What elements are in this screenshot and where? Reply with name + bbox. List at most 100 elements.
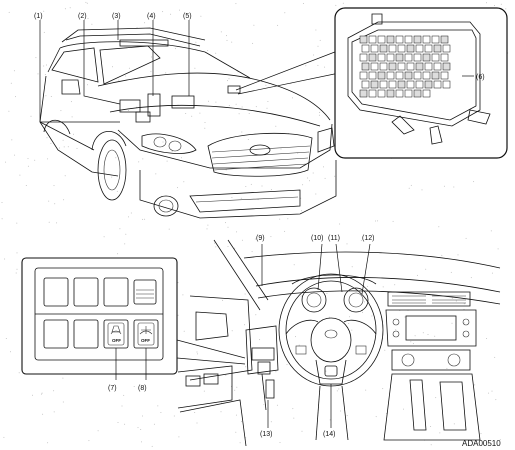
stipple-dot	[305, 65, 307, 67]
stipple-dot	[367, 285, 369, 287]
stipple-dot	[427, 334, 429, 335]
stipple-dot	[236, 231, 238, 233]
stipple-dot	[245, 437, 247, 439]
stipple-dot	[183, 181, 185, 183]
stipple-dot	[43, 65, 45, 67]
fuse-slot	[397, 80, 406, 89]
stipple-dot	[215, 52, 217, 54]
stipple-dot	[404, 316, 406, 318]
stipple-dot	[302, 3, 304, 4]
stipple-dot	[416, 274, 418, 276]
stipple-dot	[336, 390, 338, 392]
stipple-dot	[394, 284, 396, 286]
stipple-dot	[286, 364, 288, 366]
stipple-dot	[37, 73, 39, 75]
stipple-dot	[457, 254, 459, 256]
stipple-dot	[140, 429, 142, 430]
car-illustration	[39, 27, 345, 219]
stipple-dot	[363, 301, 365, 303]
fuse-slot	[424, 80, 433, 89]
stipple-dot	[377, 220, 379, 222]
stipple-dot	[248, 113, 250, 114]
stipple-dot	[50, 96, 52, 97]
stipple-dot	[346, 415, 348, 417]
stipple-dot	[45, 95, 47, 97]
stipple-dot	[443, 185, 445, 187]
stipple-dot	[119, 228, 121, 230]
stipple-dot	[315, 193, 317, 195]
stipple-dot	[328, 316, 330, 318]
stipple-dot	[47, 158, 49, 160]
vehicle-dynamics-off-icon	[110, 325, 122, 335]
stipple-dot	[453, 423, 455, 425]
fuse-slot	[413, 71, 422, 80]
stipple-dot	[30, 115, 32, 117]
stipple-dot	[395, 329, 397, 331]
stipple-dot	[142, 415, 143, 417]
fuse-slot	[359, 53, 368, 62]
stipple-dot	[441, 254, 443, 256]
stipple-dot	[177, 282, 179, 284]
fuse-slot	[433, 44, 442, 53]
stipple-dot	[362, 312, 364, 313]
stipple-dot	[137, 427, 139, 429]
stipple-dot	[228, 105, 230, 106]
stipple-dot	[252, 42, 254, 44]
fuse-slot	[397, 44, 406, 53]
fuse-slot	[431, 53, 440, 62]
stipple-dot	[116, 190, 118, 192]
stipple-dot	[239, 442, 241, 444]
stipple-dot	[236, 386, 238, 388]
stipple-dot	[410, 184, 412, 186]
stipple-dot	[293, 264, 295, 266]
callout-labels: (1) (2) (3) (4) (5) (6) (7) (8) (9) (10)…	[34, 13, 485, 438]
stipple-dot	[340, 410, 342, 412]
stipple-dot	[235, 3, 237, 5]
stipple-dot	[117, 253, 119, 255]
callout-3: (3)	[112, 13, 121, 20]
stipple-dot	[214, 242, 216, 244]
fuse-slot	[359, 35, 368, 44]
stipple-dot	[59, 147, 60, 149]
stipple-dot	[335, 4, 337, 6]
stipple-dot	[194, 412, 196, 413]
stipple-dot	[15, 272, 17, 274]
stipple-dot	[234, 247, 236, 249]
stipple-dot	[199, 112, 201, 114]
fuse-slot	[368, 71, 377, 80]
stipple-dot	[112, 66, 113, 68]
stipple-dot	[118, 79, 120, 81]
stipple-dot	[71, 116, 73, 118]
stipple-dot	[265, 84, 267, 86]
stipple-dot	[220, 31, 222, 33]
fuse-slot	[377, 53, 386, 62]
stipple-dot	[480, 433, 482, 435]
stipple-dot	[463, 303, 465, 305]
stipple-dot	[244, 324, 246, 326]
stipple-dot	[270, 236, 272, 238]
stipple-dot	[27, 158, 29, 160]
stipple-dot	[179, 9, 180, 11]
callout-4: (4)	[147, 13, 156, 20]
stipple-dot	[453, 186, 455, 188]
fuse-slot	[395, 89, 404, 98]
stipple-dot	[196, 351, 198, 353]
fuse-slot	[377, 71, 386, 80]
diagram-code: ADA00510	[462, 439, 501, 448]
stipple-dot	[14, 154, 16, 156]
stipple-dot	[279, 442, 281, 443]
stipple-dot	[16, 252, 18, 254]
stipple-dot	[494, 5, 495, 6]
stipple-dot	[474, 384, 476, 386]
callout-14: (14)	[323, 431, 335, 438]
stipple-dot	[155, 173, 157, 175]
fuse-slot	[377, 89, 386, 98]
stipple-dot	[225, 169, 227, 171]
stipple-dot	[32, 394, 33, 396]
top-leaders	[39, 20, 190, 123]
fuse-slot	[379, 62, 388, 71]
stipple-dot	[486, 338, 488, 339]
callout-8: (8)	[138, 385, 147, 392]
stipple-dot	[270, 421, 272, 423]
